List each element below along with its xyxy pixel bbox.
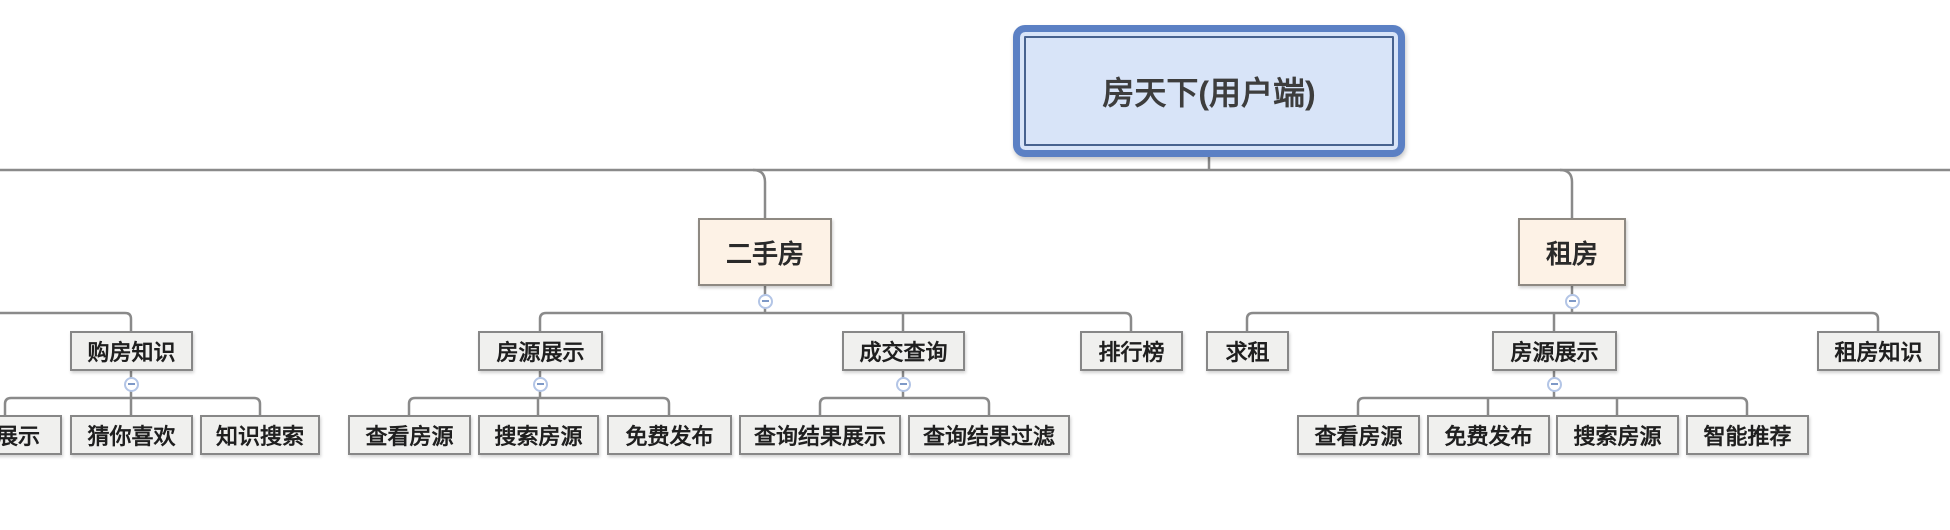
node-chaxun-jieguo-guolv[interactable]: 查询结果过滤 [908, 415, 1070, 455]
connector-rail-left-offscreen [0, 311, 133, 331]
minus-glyph [761, 300, 769, 302]
node-zhanshi-partial[interactable]: 展示 [0, 415, 62, 455]
node-goufang-zhishi[interactable]: 购房知识 [70, 331, 193, 371]
minus-glyph [536, 383, 544, 385]
node-paihangbang[interactable]: 排行榜 [1080, 331, 1183, 371]
connector-rail-goufang-zhishi [3, 396, 262, 415]
node-ershoufang[interactable]: 二手房 [698, 218, 832, 286]
connector-rail-fangyuan-zhanshi-zf [1356, 396, 1749, 415]
minus-glyph [1550, 383, 1558, 385]
node-mianfei-fabu-esf[interactable]: 免费发布 [607, 415, 732, 455]
node-chengjiao-chaxun[interactable]: 成交查询 [842, 331, 965, 371]
collapse-minus-icon-fangyuan-zhanshi-zf[interactable] [1546, 376, 1562, 392]
node-chaxun-jieguo-zhanshi[interactable]: 查询结果展示 [739, 415, 901, 455]
node-zhishi-sousuo[interactable]: 知识搜索 [200, 415, 320, 455]
collapse-minus-icon-fangyuan-zhanshi-esf[interactable] [532, 376, 548, 392]
connector-rail-zufang [1245, 311, 1880, 331]
node-qiuzu[interactable]: 求租 [1206, 331, 1289, 371]
node-sousuo-fangyuan-esf[interactable]: 搜索房源 [478, 415, 599, 455]
connector-rail-ershoufang [538, 311, 1133, 331]
connector-rail-chengjiao-chaxun [818, 396, 991, 415]
node-fangyuan-zhanshi-esf[interactable]: 房源展示 [478, 331, 603, 371]
collapse-minus-icon-ershoufang[interactable] [757, 293, 773, 309]
collapse-minus-icon-chengjiao-chaxun[interactable] [895, 376, 911, 392]
node-sousuo-fangyuan-zf[interactable]: 搜索房源 [1556, 415, 1679, 455]
connector-drop-zufang [1559, 168, 1574, 218]
node-fangyuan-zhanshi-zf[interactable]: 房源展示 [1492, 331, 1617, 371]
node-chakan-fangyuan-zf[interactable]: 查看房源 [1297, 415, 1420, 455]
collapse-minus-icon-zufang[interactable] [1564, 293, 1580, 309]
node-cainixihuan[interactable]: 猜你喜欢 [70, 415, 193, 455]
node-zhineng-tuijian[interactable]: 智能推荐 [1686, 415, 1809, 455]
node-zufang[interactable]: 租房 [1518, 218, 1626, 286]
connector-drop-ershoufang [752, 168, 767, 218]
collapse-minus-icon-goufang-zhishi[interactable] [123, 376, 139, 392]
minus-glyph [899, 383, 907, 385]
node-chakan-fangyuan-esf[interactable]: 查看房源 [348, 415, 471, 455]
node-root[interactable]: 房天下(用户端) [1013, 25, 1405, 157]
node-mianfei-fabu-zf[interactable]: 免费发布 [1427, 415, 1550, 455]
minus-glyph [127, 383, 135, 385]
node-zufang-zhishi[interactable]: 租房知识 [1817, 331, 1940, 371]
minus-glyph [1568, 300, 1576, 302]
